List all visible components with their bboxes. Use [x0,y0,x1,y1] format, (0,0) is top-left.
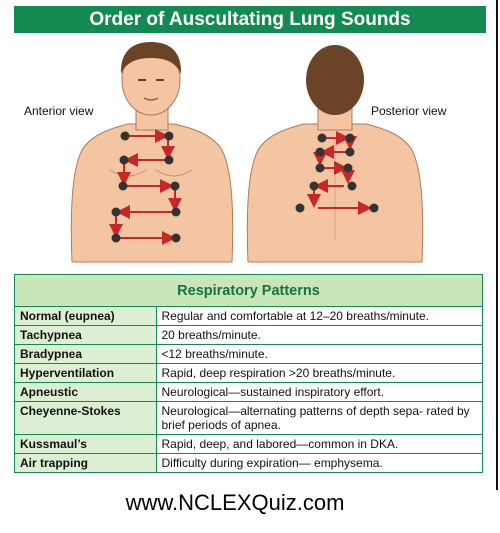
pattern-description: Neurological—alternating patterns of dep… [156,401,482,435]
pattern-name: Bradypnea [15,344,157,364]
pattern-description: Regular and comfortable at 12–20 breaths… [156,307,482,326]
posterior-auscultation-path [307,131,372,215]
pattern-name: Kussmaul’s [15,434,157,454]
anterior-hair [120,42,182,74]
pattern-name: Cheyenne-Stokes [15,401,157,435]
anterior-points [111,131,181,243]
posterior-points [295,133,379,213]
page-edge-line [496,0,498,490]
footer-url[interactable]: www.NCLEXQuiz.com [125,490,345,515]
pattern-name: Tachypnea [15,325,157,345]
table-heading: Respiratory Patterns [15,275,482,307]
pattern-description: Rapid, deep respiration >20 breaths/minu… [156,363,482,383]
pattern-name: Apneustic [15,382,157,402]
pattern-name: Air trapping [15,453,157,472]
anterior-torso [70,123,234,263]
pattern-description: 20 breaths/minute. [156,325,482,345]
pattern-description: <12 breaths/minute. [156,344,482,364]
pattern-description: Neurological—sustained inspiratory effor… [156,382,482,402]
table-row: Tachypnea 20 breaths/minute. [15,325,482,345]
pattern-name: Normal (eupnea) [15,307,157,326]
table-row: Hyperventilation Rapid, deep respiration… [15,363,482,383]
posterior-body [246,45,424,263]
page-title: Order of Auscultating Lung Sounds [14,6,486,33]
anterior-body [70,42,234,263]
table-row: Cheyenne-Stokes Neurological—alternating… [15,401,482,435]
table-row: Apneustic Neurological—sustained inspira… [15,382,482,402]
table-row: Kussmaul’s Rapid, deep, and labored—comm… [15,434,482,454]
anterior-view-label: Anterior view [24,104,94,118]
posterior-view-label: Posterior view [371,104,447,118]
pattern-name: Hyperventilation [15,363,157,383]
posterior-head [306,45,364,115]
respiratory-patterns-table: Respiratory Patterns Normal (eupnea) Reg… [14,274,483,473]
table-row: Air trapping Difficulty during expiratio… [15,453,482,472]
pattern-description: Rapid, deep, and labored—common in DKA. [156,434,482,454]
auscultation-figure [70,42,424,263]
pattern-description: Difficulty during expiration— emphysema. [156,453,482,472]
table-row: Bradypnea <12 breaths/minute. [15,344,482,364]
anterior-auscultation-path [109,129,182,245]
table-row: Normal (eupnea) Regular and comfortable … [15,307,482,326]
